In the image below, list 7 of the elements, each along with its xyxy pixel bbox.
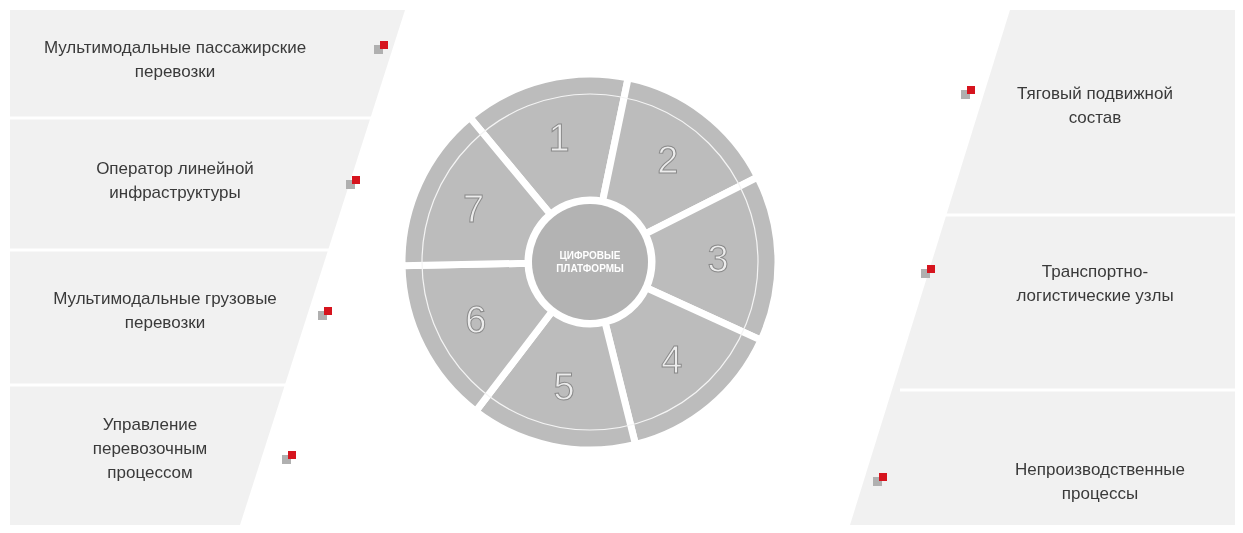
category-label: Тяговый подвижной состав bbox=[990, 82, 1200, 130]
category-label: Оператор линейной инфраструктуры bbox=[40, 157, 310, 205]
category-label: Транспортно- логистические узлы bbox=[990, 260, 1200, 308]
category-label: Мультимодальные грузовые перевозки bbox=[30, 287, 300, 335]
category-label: Непроизводственные процессы bbox=[980, 458, 1220, 506]
category-label: Управление перевозочным процессом bbox=[60, 413, 240, 485]
category-label: Мультимодальные пассажирские перевозки bbox=[40, 36, 310, 84]
